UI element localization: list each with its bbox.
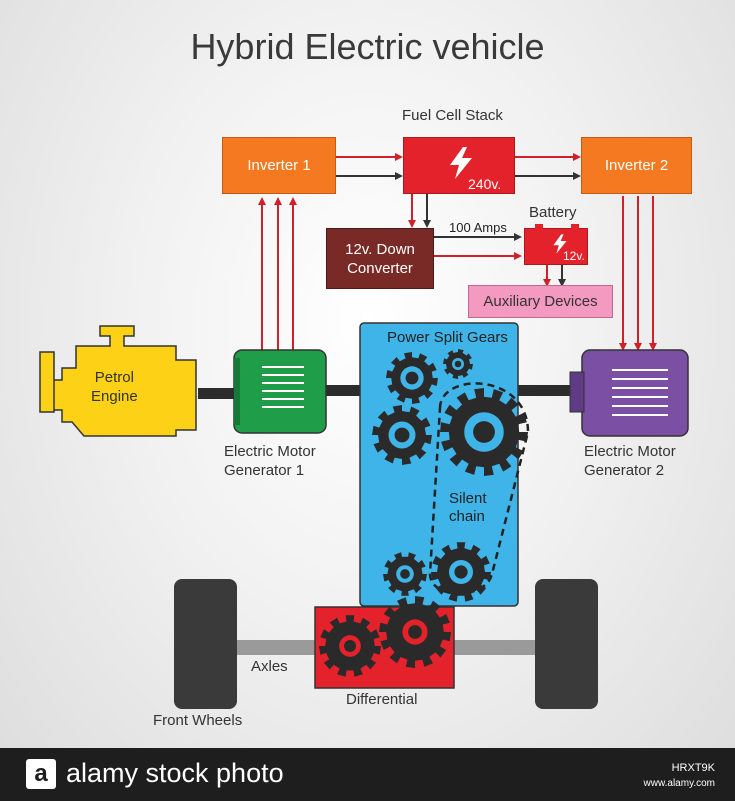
amps-label: 100 Amps [449, 220, 507, 235]
petrol-engine-label: Petrol Engine [91, 369, 138, 405]
footer-image-code: HRXT9K [671, 762, 715, 774]
page-title: Hybrid Electric vehicle [190, 26, 545, 67]
engine-shaft [198, 388, 236, 399]
fuel-cell-stack-box: 240v. [403, 137, 515, 194]
footer-url: www.alamy.com [643, 778, 716, 789]
gear-icon [440, 388, 528, 476]
gear-icon [443, 349, 473, 379]
battery-terminal [571, 224, 579, 229]
silent-chain-label: Silent chain [449, 490, 487, 525]
wheel-icon [174, 579, 237, 709]
auxiliary-devices-label: Auxiliary Devices [483, 293, 598, 310]
wheel-icon [535, 579, 598, 709]
battery-label: Battery [529, 204, 577, 221]
down-converter-box: 12v. Down Converter [326, 228, 434, 289]
inverter-1-label: Inverter 1 [247, 157, 311, 174]
down-converter-label: 12v. Down Converter [345, 240, 415, 277]
battery-voltage: 12v. [563, 249, 585, 263]
inverter-1-box: Inverter 1 [222, 137, 336, 194]
gear-icon [431, 542, 491, 602]
emg1-shaft [324, 385, 362, 396]
alamy-logo-icon: a [26, 759, 56, 789]
fuel-cell-stack-label: Fuel Cell Stack [402, 107, 503, 124]
gear-icon [319, 615, 381, 677]
battery-terminal [535, 224, 543, 229]
power-split-gears-label: Power Split Gears [387, 329, 508, 346]
lightning-icon [450, 147, 472, 179]
axles-label: Axles [251, 658, 288, 675]
emg1-label: Electric Motor Generator 1 [224, 443, 316, 479]
motor-generator-1-shape [233, 349, 327, 434]
gear-icon [372, 405, 432, 465]
engine-icon [39, 325, 197, 437]
gear-icon [386, 352, 438, 404]
inverter-2-box: Inverter 2 [581, 137, 692, 194]
differential-gears [319, 596, 451, 677]
gear-icon [379, 596, 451, 668]
gear-group [372, 349, 528, 602]
battery-icon [553, 234, 567, 254]
front-wheels-label: Front Wheels [153, 712, 243, 729]
inverter-2-label: Inverter 2 [604, 157, 669, 174]
emg2-shaft [518, 385, 580, 396]
battery-box: 12v. [524, 224, 588, 265]
differential-label: Differential [346, 691, 418, 708]
gear-icon [383, 552, 427, 596]
fuel-cell-voltage: 240v. [468, 176, 502, 192]
footer-brand: alamy stock photo [66, 758, 284, 788]
auxiliary-devices-box: Auxiliary Devices [468, 285, 613, 318]
silent-chain [428, 382, 530, 595]
emg2-label: Electric Motor Generator 2 [584, 443, 676, 479]
motor-generator-2-shape [569, 349, 689, 437]
footer-bar: a alamy stock photo HRXT9K www.alamy.com [0, 748, 735, 801]
